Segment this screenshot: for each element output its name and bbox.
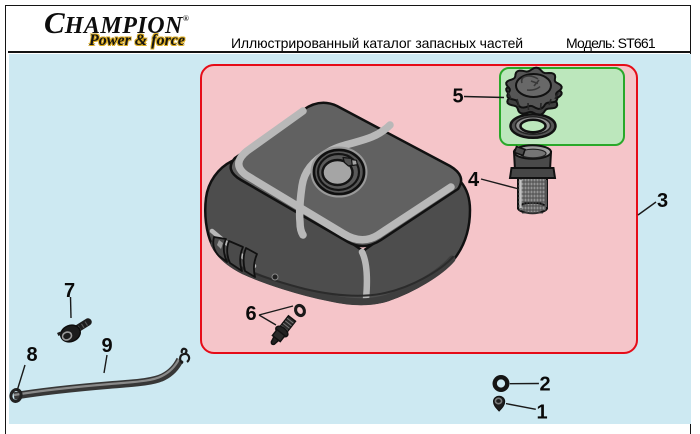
svg-text:6: 6: [246, 303, 257, 325]
svg-text:9: 9: [102, 335, 113, 357]
svg-text:2: 2: [540, 374, 551, 396]
svg-text:4: 4: [468, 169, 480, 191]
svg-text:1: 1: [537, 402, 548, 424]
svg-text:3: 3: [657, 190, 668, 212]
svg-text:5: 5: [453, 86, 464, 108]
svg-text:7: 7: [64, 280, 75, 302]
svg-text:8: 8: [27, 344, 38, 366]
